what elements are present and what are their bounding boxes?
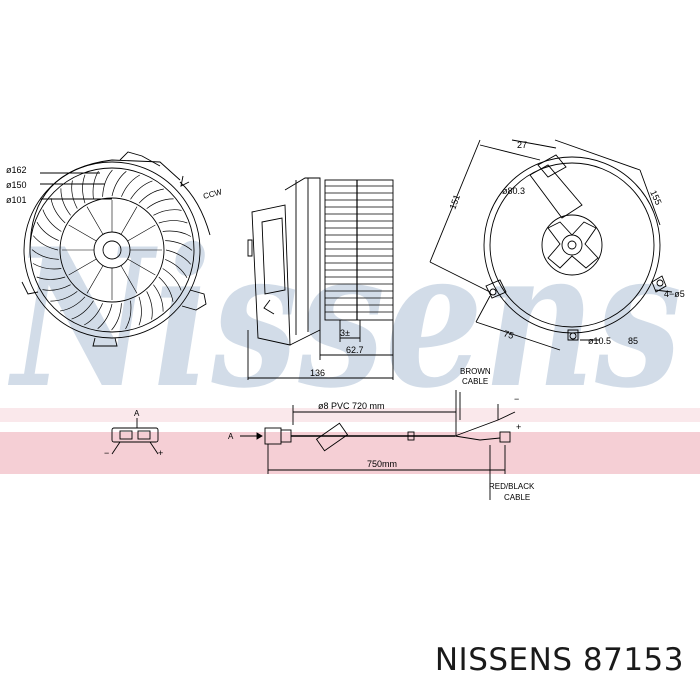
- dim-27: 27: [517, 140, 527, 150]
- connector-minus: −: [104, 448, 109, 458]
- cable-label-a: A: [228, 432, 234, 441]
- cable-minus: −: [514, 394, 519, 404]
- dim-85: 85: [628, 336, 638, 346]
- brown-cable-label-2: CABLE: [462, 377, 488, 386]
- red-black-cable-label-2: CABLE: [504, 493, 530, 502]
- brand-name: NISSENS: [434, 642, 573, 678]
- dim-80-3: ø80.3: [502, 186, 525, 196]
- front-view: [21, 151, 211, 347]
- dim-101: ø101: [6, 195, 27, 205]
- dim-62-7: 62.7: [346, 345, 364, 355]
- watermark-stripe-light: [0, 408, 700, 422]
- connector-plus: +: [158, 448, 163, 458]
- dim-4x5: 4−ø5: [664, 289, 685, 299]
- rear-view: [429, 139, 673, 351]
- connector-label-a: A: [134, 409, 140, 418]
- watermark-text: Nissens: [7, 207, 682, 430]
- dim-150: ø150: [6, 180, 27, 190]
- dim-136: 136: [310, 368, 325, 378]
- cable-drawing: [240, 390, 516, 500]
- cable-length: 750mm: [367, 459, 397, 469]
- dim-3: 3±: [340, 328, 350, 338]
- dim-151: 151: [447, 193, 462, 211]
- side-view: [247, 177, 394, 380]
- cable-spec: ø8 PVC 720 mm: [318, 401, 385, 411]
- dim-10-5: ø10.5: [588, 336, 611, 346]
- dim-75: 75: [502, 328, 515, 341]
- dim-162: ø162: [6, 165, 27, 175]
- brown-cable-label-1: BROWN: [460, 367, 491, 376]
- connector-detail: [111, 418, 159, 455]
- cable-plus: +: [516, 422, 521, 432]
- product-caption: NISSENS 87153: [435, 642, 684, 678]
- red-black-cable-label-1: RED/BLACK: [489, 482, 535, 491]
- dim-155: 155: [648, 189, 663, 207]
- rotation-label: CCW: [202, 187, 223, 201]
- part-number: 87153: [582, 642, 684, 678]
- watermark-stripe: [0, 432, 700, 474]
